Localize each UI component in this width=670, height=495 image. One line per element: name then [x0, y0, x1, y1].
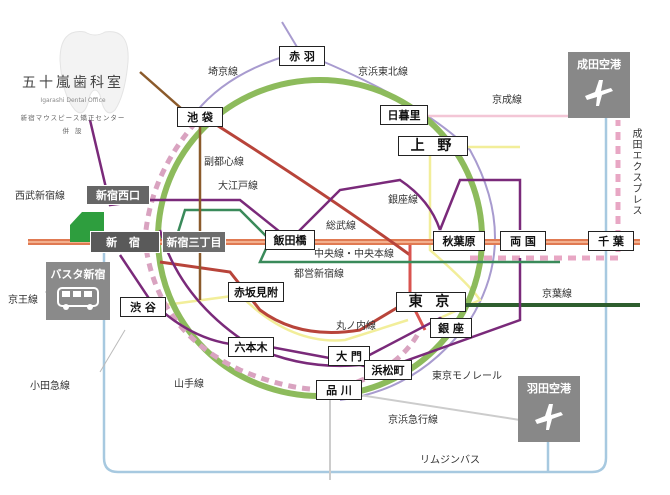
clinic-name: 五十嵐歯科室 — [22, 75, 124, 91]
label-fukutoshin: 副都心線 — [204, 157, 244, 168]
label-keikyu: 京浜急行線 — [388, 415, 438, 426]
purple-line-north — [88, 119, 442, 242]
haneda-airport[interactable]: 羽田空港 — [518, 376, 580, 442]
station-nippori[interactable]: 日暮里 — [380, 105, 428, 125]
label-yamanote: 山手線 — [174, 379, 204, 390]
busta-shinjuku-label: バスタ新宿 — [50, 268, 106, 281]
label-odakyu: 小田急線 — [30, 381, 70, 392]
haneda-airport-label: 羽田空港 — [527, 382, 571, 395]
station-shibuya[interactable]: 渋 谷 — [120, 297, 166, 317]
label-tokyo-monorail: 東京モノレール — [432, 371, 502, 382]
tooth-logo — [59, 31, 129, 114]
marunouchi-line — [195, 110, 412, 300]
station-daimon[interactable]: 大 門 — [328, 346, 370, 366]
toei-shinjuku-line — [173, 208, 560, 264]
narita-airport[interactable]: 成田空港 — [568, 52, 630, 118]
label-ginza-line: 銀座線 — [388, 195, 418, 206]
label-keisei: 京成線 — [492, 95, 522, 106]
station-akabane[interactable]: 赤 羽 — [279, 46, 325, 66]
clinic-subtitle: 新宿マウスピース矯正センター — [20, 114, 126, 122]
station-ryogoku[interactable]: 両 国 — [500, 231, 546, 251]
yellow-line-ginza — [428, 147, 482, 320]
label-toei-shinjuku: 都営新宿線 — [294, 269, 344, 280]
station-chiba[interactable]: 千 葉 — [588, 231, 634, 251]
busta-shinjuku[interactable]: バスタ新宿 — [46, 262, 110, 320]
narita-airport-label: 成田空港 — [577, 58, 621, 71]
clinic-logo: 五十嵐歯科室 Igarashi Dental Office 新宿マウスピース矯正… — [8, 72, 138, 135]
label-keiyo: 京葉線 — [542, 289, 572, 300]
label-keio: 京王線 — [8, 295, 38, 306]
station-roppongi[interactable]: 六本木 — [228, 337, 274, 357]
station-shinjuku-sanchome[interactable]: 新宿三丁目 — [162, 231, 226, 253]
airplane-icon — [535, 404, 563, 430]
station-akasaka-mitsuke[interactable]: 赤坂見附 — [228, 282, 284, 302]
tokyo-monorail — [339, 391, 521, 421]
clinic-note: 併 設 — [62, 127, 84, 135]
station-shinagawa[interactable]: 品 川 — [316, 380, 362, 400]
label-oedo: 大江戸線 — [218, 181, 258, 192]
red-line-tokyo — [408, 245, 427, 331]
station-iidabashi[interactable]: 飯田橋 — [265, 230, 315, 250]
odakyu-line — [99, 329, 126, 373]
station-ueno[interactable]: 上 野 — [398, 136, 468, 156]
station-ikebukuro[interactable]: 池 袋 — [177, 107, 223, 127]
label-marunouchi: 丸ノ内線 — [336, 321, 376, 332]
label-saikyo: 埼京線 — [208, 67, 238, 78]
station-akihabara[interactable]: 秋葉原 — [433, 231, 485, 251]
clinic-name-en: Igarashi Dental Office — [40, 97, 106, 104]
label-seibu-shinjuku: 西武新宿線 — [15, 191, 65, 202]
purple-line-east — [438, 178, 522, 231]
label-limousine-bus: リムジンバス — [420, 455, 480, 466]
label-chuo: 中央線・中央本線 — [314, 249, 394, 260]
station-hamamatsucho[interactable]: 浜松町 — [364, 360, 412, 380]
label-sobu: 総武線 — [326, 221, 356, 232]
limousine-bus-route — [102, 118, 608, 474]
label-narita-express: 成田エクスプレス — [630, 128, 641, 216]
airplane-icon — [585, 80, 613, 106]
station-shinjuku[interactable]: 新 宿 — [90, 231, 160, 253]
station-tokyo[interactable]: 東 京 — [396, 292, 466, 312]
label-keihin-tohoku: 京浜東北線 — [358, 67, 408, 78]
bus-icon — [57, 287, 99, 310]
station-shinjuku-nishiguchi[interactable]: 新宿西口 — [86, 185, 150, 205]
marunouchi-line-south — [159, 260, 411, 334]
station-ginza[interactable]: 銀 座 — [430, 318, 472, 338]
